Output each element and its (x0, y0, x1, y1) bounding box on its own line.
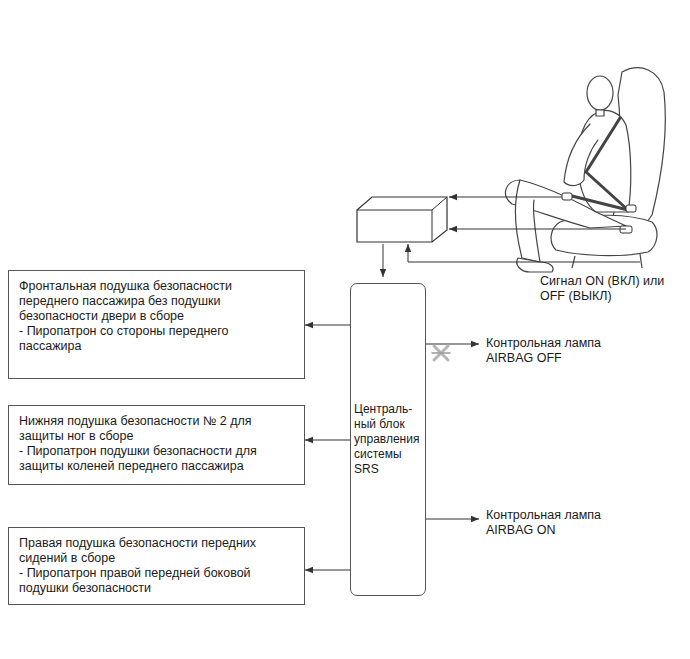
box-detail: - Пиропатрон подушки безопасности для за… (19, 444, 294, 474)
box-title: Правая подушка безопасности передних сид… (19, 536, 294, 566)
box-detail: - Пиропатрон правой передней боковой под… (19, 566, 294, 596)
box-detail: - Пиропатрон со стороны переднего пассаж… (19, 324, 294, 354)
lamp-label: Контрольная лампа AIRBAG ON (486, 508, 621, 538)
output-arrow (305, 570, 350, 571)
output-arrow (305, 325, 350, 326)
occupant-classification-ecu (357, 197, 447, 242)
lamp-label: Контрольная лампа AIRBAG OFF (486, 336, 621, 366)
output-arrow (305, 440, 350, 441)
control-unit-box: Централь- ный блок управления системы SR… (350, 283, 426, 596)
component-box: Фронтальная подушка безопасности передне… (8, 270, 305, 379)
blocked-mark (432, 346, 450, 360)
seat (551, 68, 665, 268)
lamp-output (426, 344, 479, 519)
sensor (562, 193, 636, 233)
box-title: Централь- ный блок управления системы SR… (354, 402, 422, 477)
component-box: Нижняя подушка безопасности № 2 для защи… (8, 405, 305, 485)
box-title: Нижняя подушка безопасности № 2 для защи… (19, 414, 294, 444)
component-box: Правая подушка безопасности передних сид… (8, 527, 305, 605)
signal-wire (383, 197, 640, 277)
box-title: Фронтальная подушка безопасности передне… (19, 279, 294, 324)
passenger-figure (506, 76, 631, 272)
signal-label: Сигнал ON (ВКЛ) или OFF (ВЫКЛ) (540, 274, 665, 304)
